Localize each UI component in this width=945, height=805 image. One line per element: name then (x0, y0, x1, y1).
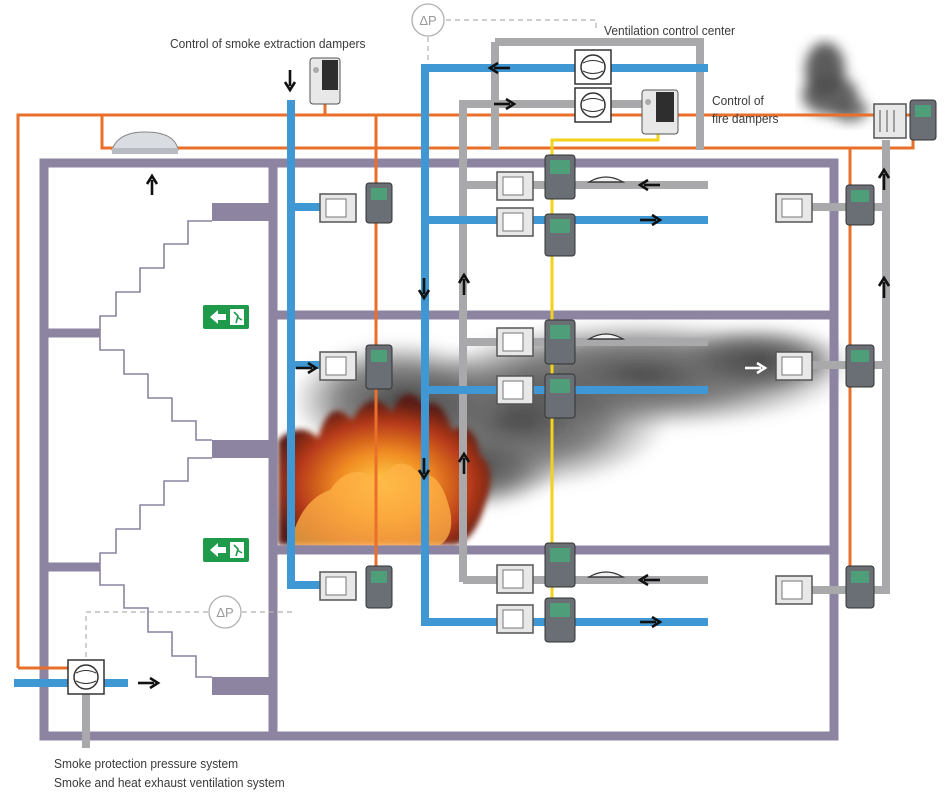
fire (278, 394, 491, 545)
fans (67, 49, 612, 695)
flow-arrow-icon (145, 173, 159, 195)
actuator-icon (909, 99, 937, 141)
actuator-icon (365, 565, 393, 609)
exit-sign-icon (203, 538, 249, 562)
smoke-detectors (586, 176, 626, 578)
fire-damper-controller (641, 89, 679, 135)
pressure-sensor-lines (85, 19, 597, 657)
flow-arrows (138, 61, 891, 690)
flow-arrow-icon (637, 573, 660, 587)
flow-arrow-icon (745, 361, 768, 375)
smoke-detector-icon (586, 571, 626, 578)
fan-icon (67, 659, 105, 695)
smoke-extraction-controller (309, 57, 341, 105)
damper-icon (319, 351, 357, 381)
flow-arrow-icon (637, 178, 660, 192)
damper-icon (496, 327, 534, 357)
smoke-detector-icon (586, 176, 626, 183)
flow-arrow-icon (417, 278, 431, 301)
damper-icon (496, 604, 534, 634)
flow-arrow-icon (640, 213, 663, 227)
damper-icon (775, 575, 813, 605)
damper-icon (319, 571, 357, 601)
damper-icon (873, 103, 907, 139)
pressure-sensor-icon: ΔP (208, 595, 242, 629)
damper-icon (775, 351, 813, 381)
actuator-icon (544, 319, 576, 365)
actuator-icon (544, 154, 576, 200)
actuators (365, 99, 937, 643)
actuator-icon (544, 542, 576, 588)
label-smoke-protection-pressure: Smoke protection pressure system (54, 756, 239, 771)
pressure-sensor-label-bottom: ΔP (216, 605, 233, 620)
pressure-sensors: ΔP ΔP (208, 3, 445, 629)
flow-arrow-icon (138, 676, 161, 690)
fan-icon (574, 49, 612, 85)
exit-sign-icon (203, 305, 249, 329)
flow-arrow-icon (457, 272, 471, 295)
flow-arrow-icon (283, 70, 297, 93)
flow-arrow-icon (417, 458, 431, 481)
flow-arrow-icon (494, 97, 517, 111)
actuator-icon (845, 344, 875, 388)
smoke-plume-outside (802, 42, 868, 122)
actuator-icon (845, 565, 875, 609)
dampers (319, 103, 907, 634)
damper-icon (496, 171, 534, 201)
actuator-icon (544, 373, 576, 419)
fan-icon (574, 87, 612, 123)
damper-icon (496, 207, 534, 237)
damper-icon (775, 193, 813, 223)
flow-arrow-icon (457, 451, 471, 474)
damper-icon (496, 564, 534, 594)
label-ventilation-control-center: Ventilation control center (604, 23, 735, 38)
label-control-fire-dampers-2: fire dampers (712, 111, 779, 126)
damper-icon (496, 375, 534, 405)
actuator-icon (845, 184, 875, 226)
flow-arrow-icon (296, 361, 319, 375)
smoke-detector-icon (586, 333, 626, 340)
flow-arrow-icon (640, 615, 663, 629)
flow-arrow-icon (487, 61, 510, 75)
flow-arrow-icon (877, 167, 891, 190)
skylight-vent-icon (111, 131, 179, 154)
actuator-icon (544, 213, 576, 257)
label-control-fire-dampers-1: Control of (712, 93, 764, 108)
actuator-icon (365, 182, 393, 224)
pressure-sensor-icon: ΔP (411, 3, 445, 37)
staircase (99, 220, 212, 678)
label-smoke-heat-exhaust: Smoke and heat exhaust ventilation syste… (54, 775, 285, 790)
flow-arrow-icon (877, 275, 891, 298)
actuator-icon (365, 344, 393, 390)
label-control-smoke-extraction: Control of smoke extraction dampers (170, 36, 366, 51)
actuator-icon (544, 597, 576, 643)
landings (212, 203, 273, 695)
pressure-sensor-label-top: ΔP (419, 13, 436, 28)
damper-icon (319, 193, 357, 223)
